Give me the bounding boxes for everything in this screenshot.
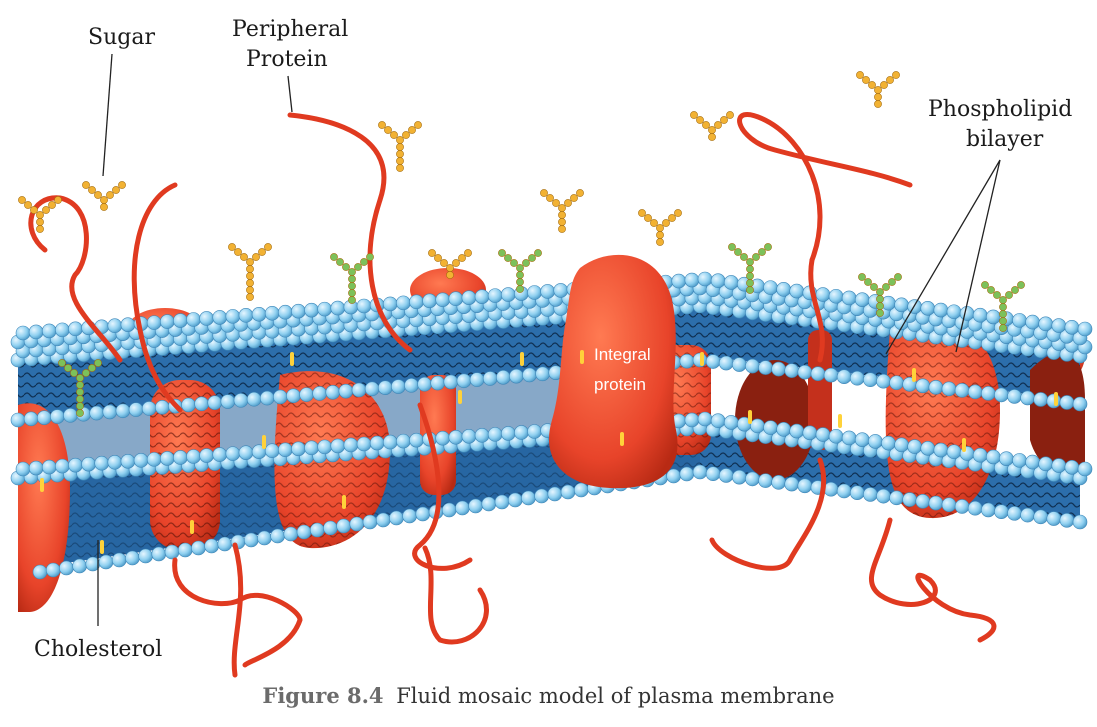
sugar-chains xyxy=(18,71,1025,417)
leader-peripheral xyxy=(287,75,293,113)
label-phospholipid-line1: Phospholipid xyxy=(928,97,1072,122)
label-integral-line2: protein xyxy=(594,375,646,394)
label-phospholipid-line2: bilayer xyxy=(966,127,1044,152)
label-sugar: Sugar xyxy=(88,25,155,50)
label-peripheral-line1: Peripheral xyxy=(232,17,348,42)
label-peripheral-line2: Protein xyxy=(246,47,328,72)
figure-caption: Figure 8.4 Fluid mosaic model of plasma … xyxy=(0,683,1097,708)
leader-phospholipid-b xyxy=(955,159,1001,353)
leader-sugar xyxy=(102,53,113,177)
integral-protein-shape xyxy=(549,254,678,489)
leader-phospholipid-a xyxy=(885,159,1001,355)
figure-number: Figure 8.4 xyxy=(262,683,384,708)
cholesterol-molecules xyxy=(40,350,1058,554)
label-integral-line1: Integral xyxy=(594,345,651,364)
figure-caption-text: Fluid mosaic model of plasma membrane xyxy=(396,684,835,708)
protein-strands xyxy=(28,112,997,678)
label-cholesterol: Cholesterol xyxy=(34,637,162,662)
